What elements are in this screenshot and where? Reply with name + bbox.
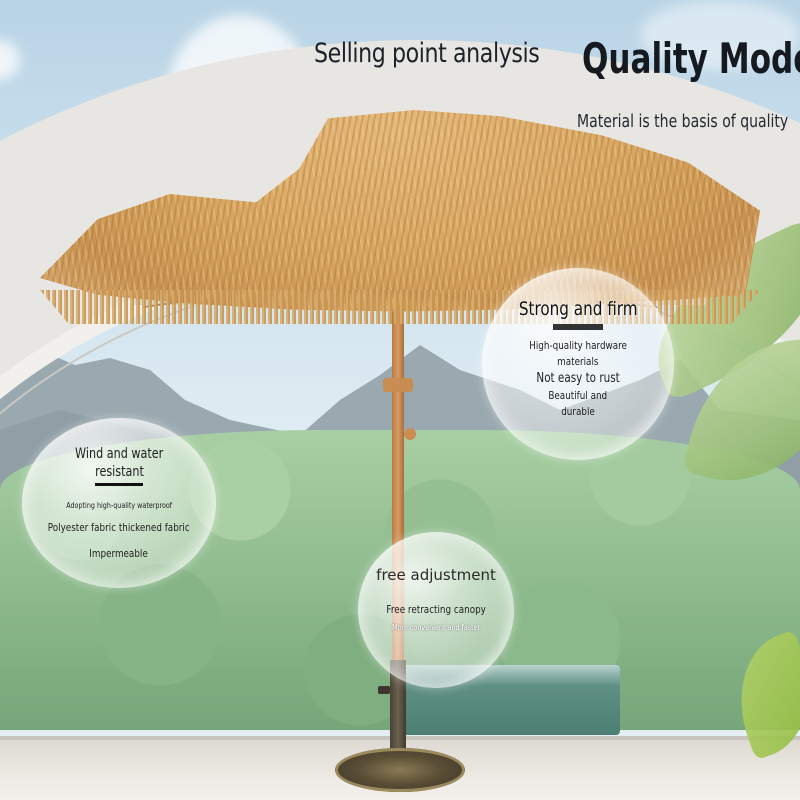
title-underline <box>95 482 143 486</box>
feature-title: Strong and firm <box>518 298 638 320</box>
base-screw-knob <box>378 686 390 694</box>
feature-bubble-strong: Strong and firm High-quality hardware ma… <box>482 268 674 460</box>
cloud <box>640 0 800 70</box>
feature-line: materials <box>557 355 599 368</box>
feature-bubble-wind-water: Wind and water resistant Adopting high-q… <box>22 418 216 588</box>
feature-line: Free retracting canopy <box>386 603 486 616</box>
feature-line: Beautiful and <box>548 389 608 402</box>
cloud <box>0 40 20 80</box>
feature-line: More convenient and faster <box>391 623 481 632</box>
cloud <box>165 15 315 195</box>
feature-bubble-adjustment: free adjustment Free retracting canopy M… <box>358 532 514 688</box>
title-underline <box>553 324 603 330</box>
feature-line: Adopting high-quality waterproof <box>66 500 172 510</box>
feature-line: High-quality hardware <box>529 339 627 352</box>
tilt-knob <box>404 428 416 440</box>
feature-title: free adjustment <box>376 566 496 584</box>
feature-line: Polyester fabric thickened fabric <box>48 520 190 534</box>
selling-point-heading: Selling point analysis <box>314 38 540 69</box>
pole-bracket <box>383 378 413 392</box>
feature-line: Not easy to rust <box>536 371 620 386</box>
subtitle: Material is the basis of quality <box>577 111 789 132</box>
feature-title: Wind and water <box>74 445 164 462</box>
feature-line: durable <box>561 405 595 418</box>
quality-model-heading: Quality Model <box>582 34 800 83</box>
umbrella-base <box>335 748 465 792</box>
base-stem <box>390 660 406 760</box>
feature-title: resistant <box>94 463 144 480</box>
feature-line: Impermeable <box>89 546 149 560</box>
